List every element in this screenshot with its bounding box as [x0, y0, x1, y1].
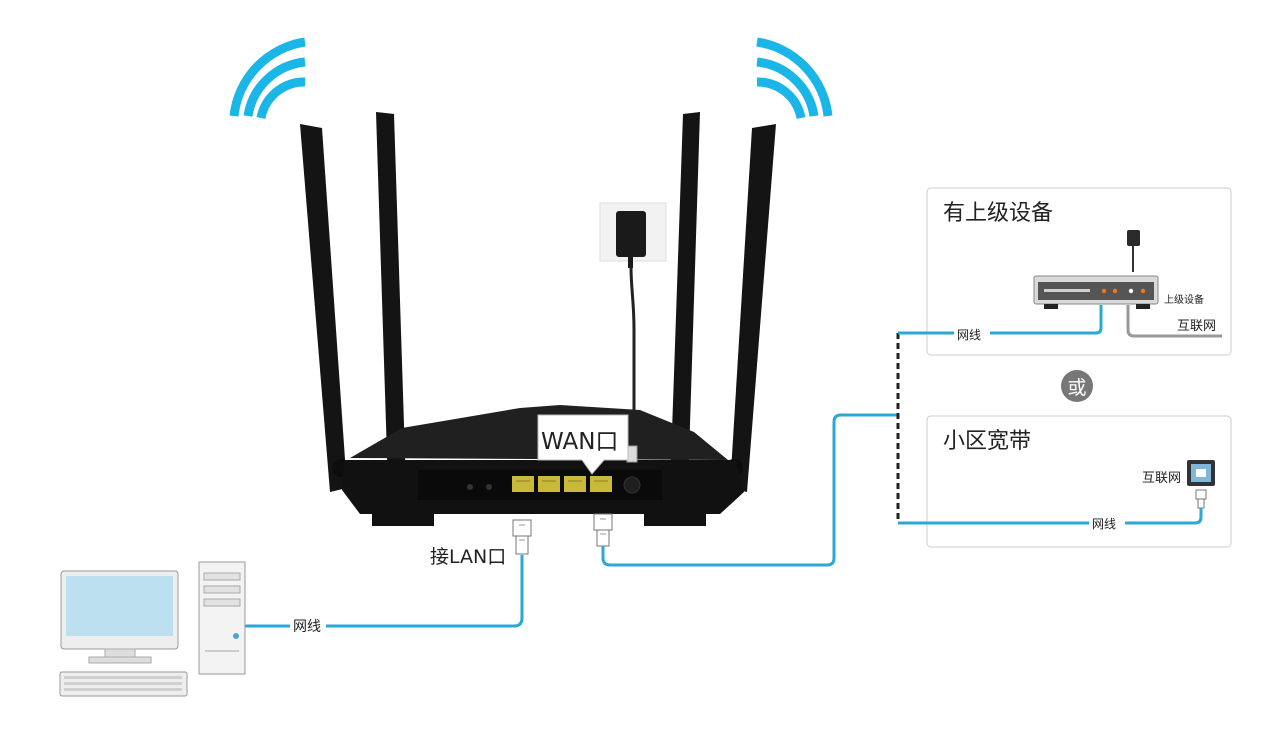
wan-port-callout: WAN口: [537, 414, 629, 475]
rj45-plug-icon-lan: [512, 519, 532, 555]
lan-port-3: [564, 476, 586, 492]
internet-top-label: 互联网: [1177, 319, 1216, 334]
cable-router-to-isp: [601, 413, 898, 567]
or-label: 或: [1067, 377, 1086, 399]
wifi-icon-left: [229, 37, 306, 120]
modem-icon: [1033, 230, 1159, 309]
antenna-2: [376, 112, 407, 518]
cable-router-to-pc: [244, 555, 524, 628]
router: [300, 112, 776, 526]
antenna-3: [669, 112, 700, 518]
cable-top-label: 网线: [957, 328, 981, 342]
rj45-plug-icon-wan: [593, 513, 613, 547]
desktop-pc-icon: [59, 561, 246, 697]
antenna-1: [300, 124, 347, 492]
lan-port-2: [538, 476, 560, 492]
wan-port-label: WAN口: [541, 429, 618, 455]
panel-broadband-title: 小区宽带: [943, 429, 1031, 454]
lan-port-label: 接LAN口: [430, 546, 506, 568]
cable-bottom-label: 网线: [1092, 517, 1116, 531]
panel-residential-broadband: 小区宽带 互联网 网线: [898, 415, 1232, 548]
antenna-4: [730, 124, 776, 492]
cable-pc-label: 网线: [293, 619, 321, 635]
panel-upstream-device: 有上级设备 上级设备 网线 互联网: [898, 187, 1232, 356]
upstream-device-label: 上级设备: [1164, 293, 1204, 306]
wall-socket-icon: [1187, 460, 1215, 509]
wan-port: [590, 476, 612, 492]
panel-upstream-title: 有上级设备: [943, 201, 1053, 226]
wifi-icon-right: [756, 37, 833, 120]
or-badge: 或: [1061, 370, 1093, 402]
internet-bottom-label: 互联网: [1142, 471, 1181, 486]
lan-port-1: [512, 476, 534, 492]
power-adapter-icon: [599, 202, 667, 440]
